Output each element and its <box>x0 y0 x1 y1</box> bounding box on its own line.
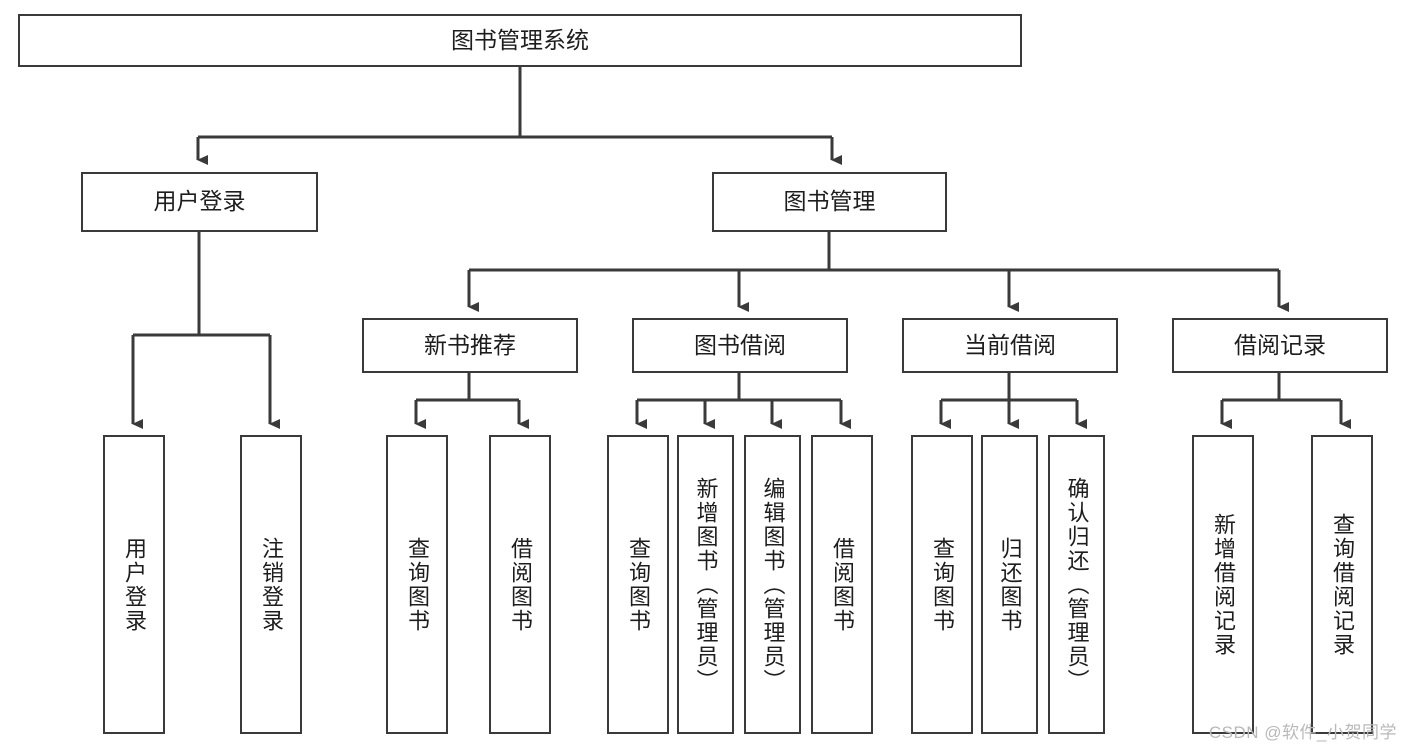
node-borrow-record-label: 借阅记录 <box>1234 331 1326 358</box>
node-new-book-rec[interactable]: 新书推荐 <box>362 318 578 373</box>
leaf-add-record[interactable]: 新增借阅记录 <box>1192 435 1254 734</box>
leaf-query-record[interactable]: 查询借阅记录 <box>1311 435 1373 734</box>
node-book-manage[interactable]: 图书管理 <box>712 172 947 232</box>
leaf-user-login[interactable]: 用户登录 <box>103 435 165 734</box>
leaf-add-book-label: 新增图书（管理员） <box>693 476 719 693</box>
leaf-confirm-return-label: 确认归还（管理员） <box>1064 476 1090 693</box>
node-user-login[interactable]: 用户登录 <box>81 172 318 232</box>
node-book-manage-label: 图书管理 <box>783 188 876 215</box>
leaf-query-book-3-label: 查询图书 <box>929 536 955 633</box>
node-current-borrow[interactable]: 当前借阅 <box>902 318 1118 373</box>
leaf-borrow-book-1-label: 借阅图书 <box>507 536 533 633</box>
leaf-borrow-book-2[interactable]: 借阅图书 <box>811 435 873 734</box>
leaf-logout-login[interactable]: 注销登录 <box>240 435 302 734</box>
leaf-query-book-1[interactable]: 查询图书 <box>386 435 448 734</box>
node-current-borrow-label: 当前借阅 <box>964 331 1056 358</box>
leaf-edit-book-label: 编辑图书（管理员） <box>760 476 786 693</box>
leaf-query-book-2[interactable]: 查询图书 <box>607 435 669 734</box>
node-book-borrow-label: 图书借阅 <box>694 331 786 358</box>
leaf-query-record-label: 查询借阅记录 <box>1329 512 1355 657</box>
node-root-label: 图书管理系统 <box>451 26 589 53</box>
watermark: CSDN @软件_小贺同学 <box>1208 723 1397 742</box>
node-new-book-rec-label: 新书推荐 <box>424 331 516 358</box>
leaf-query-book-2-label: 查询图书 <box>625 536 651 633</box>
leaf-query-book-3[interactable]: 查询图书 <box>911 435 973 734</box>
leaf-edit-book[interactable]: 编辑图书（管理员） <box>744 435 801 734</box>
node-book-borrow[interactable]: 图书借阅 <box>632 318 848 373</box>
node-borrow-record[interactable]: 借阅记录 <box>1172 318 1388 373</box>
leaf-return-book-label: 归还图书 <box>997 536 1023 633</box>
leaf-add-record-label: 新增借阅记录 <box>1210 512 1236 657</box>
node-user-login-label: 用户登录 <box>153 188 246 215</box>
leaf-borrow-book-1[interactable]: 借阅图书 <box>489 435 551 734</box>
leaf-user-login-label: 用户登录 <box>121 536 147 633</box>
leaf-add-book[interactable]: 新增图书（管理员） <box>677 435 734 734</box>
leaf-borrow-book-2-label: 借阅图书 <box>829 536 855 633</box>
leaf-confirm-return[interactable]: 确认归还（管理员） <box>1048 435 1105 734</box>
leaf-return-book[interactable]: 归还图书 <box>981 435 1038 734</box>
leaf-logout-login-label: 注销登录 <box>258 536 284 633</box>
leaf-query-book-1-label: 查询图书 <box>404 536 430 633</box>
node-root[interactable]: 图书管理系统 <box>18 14 1022 67</box>
